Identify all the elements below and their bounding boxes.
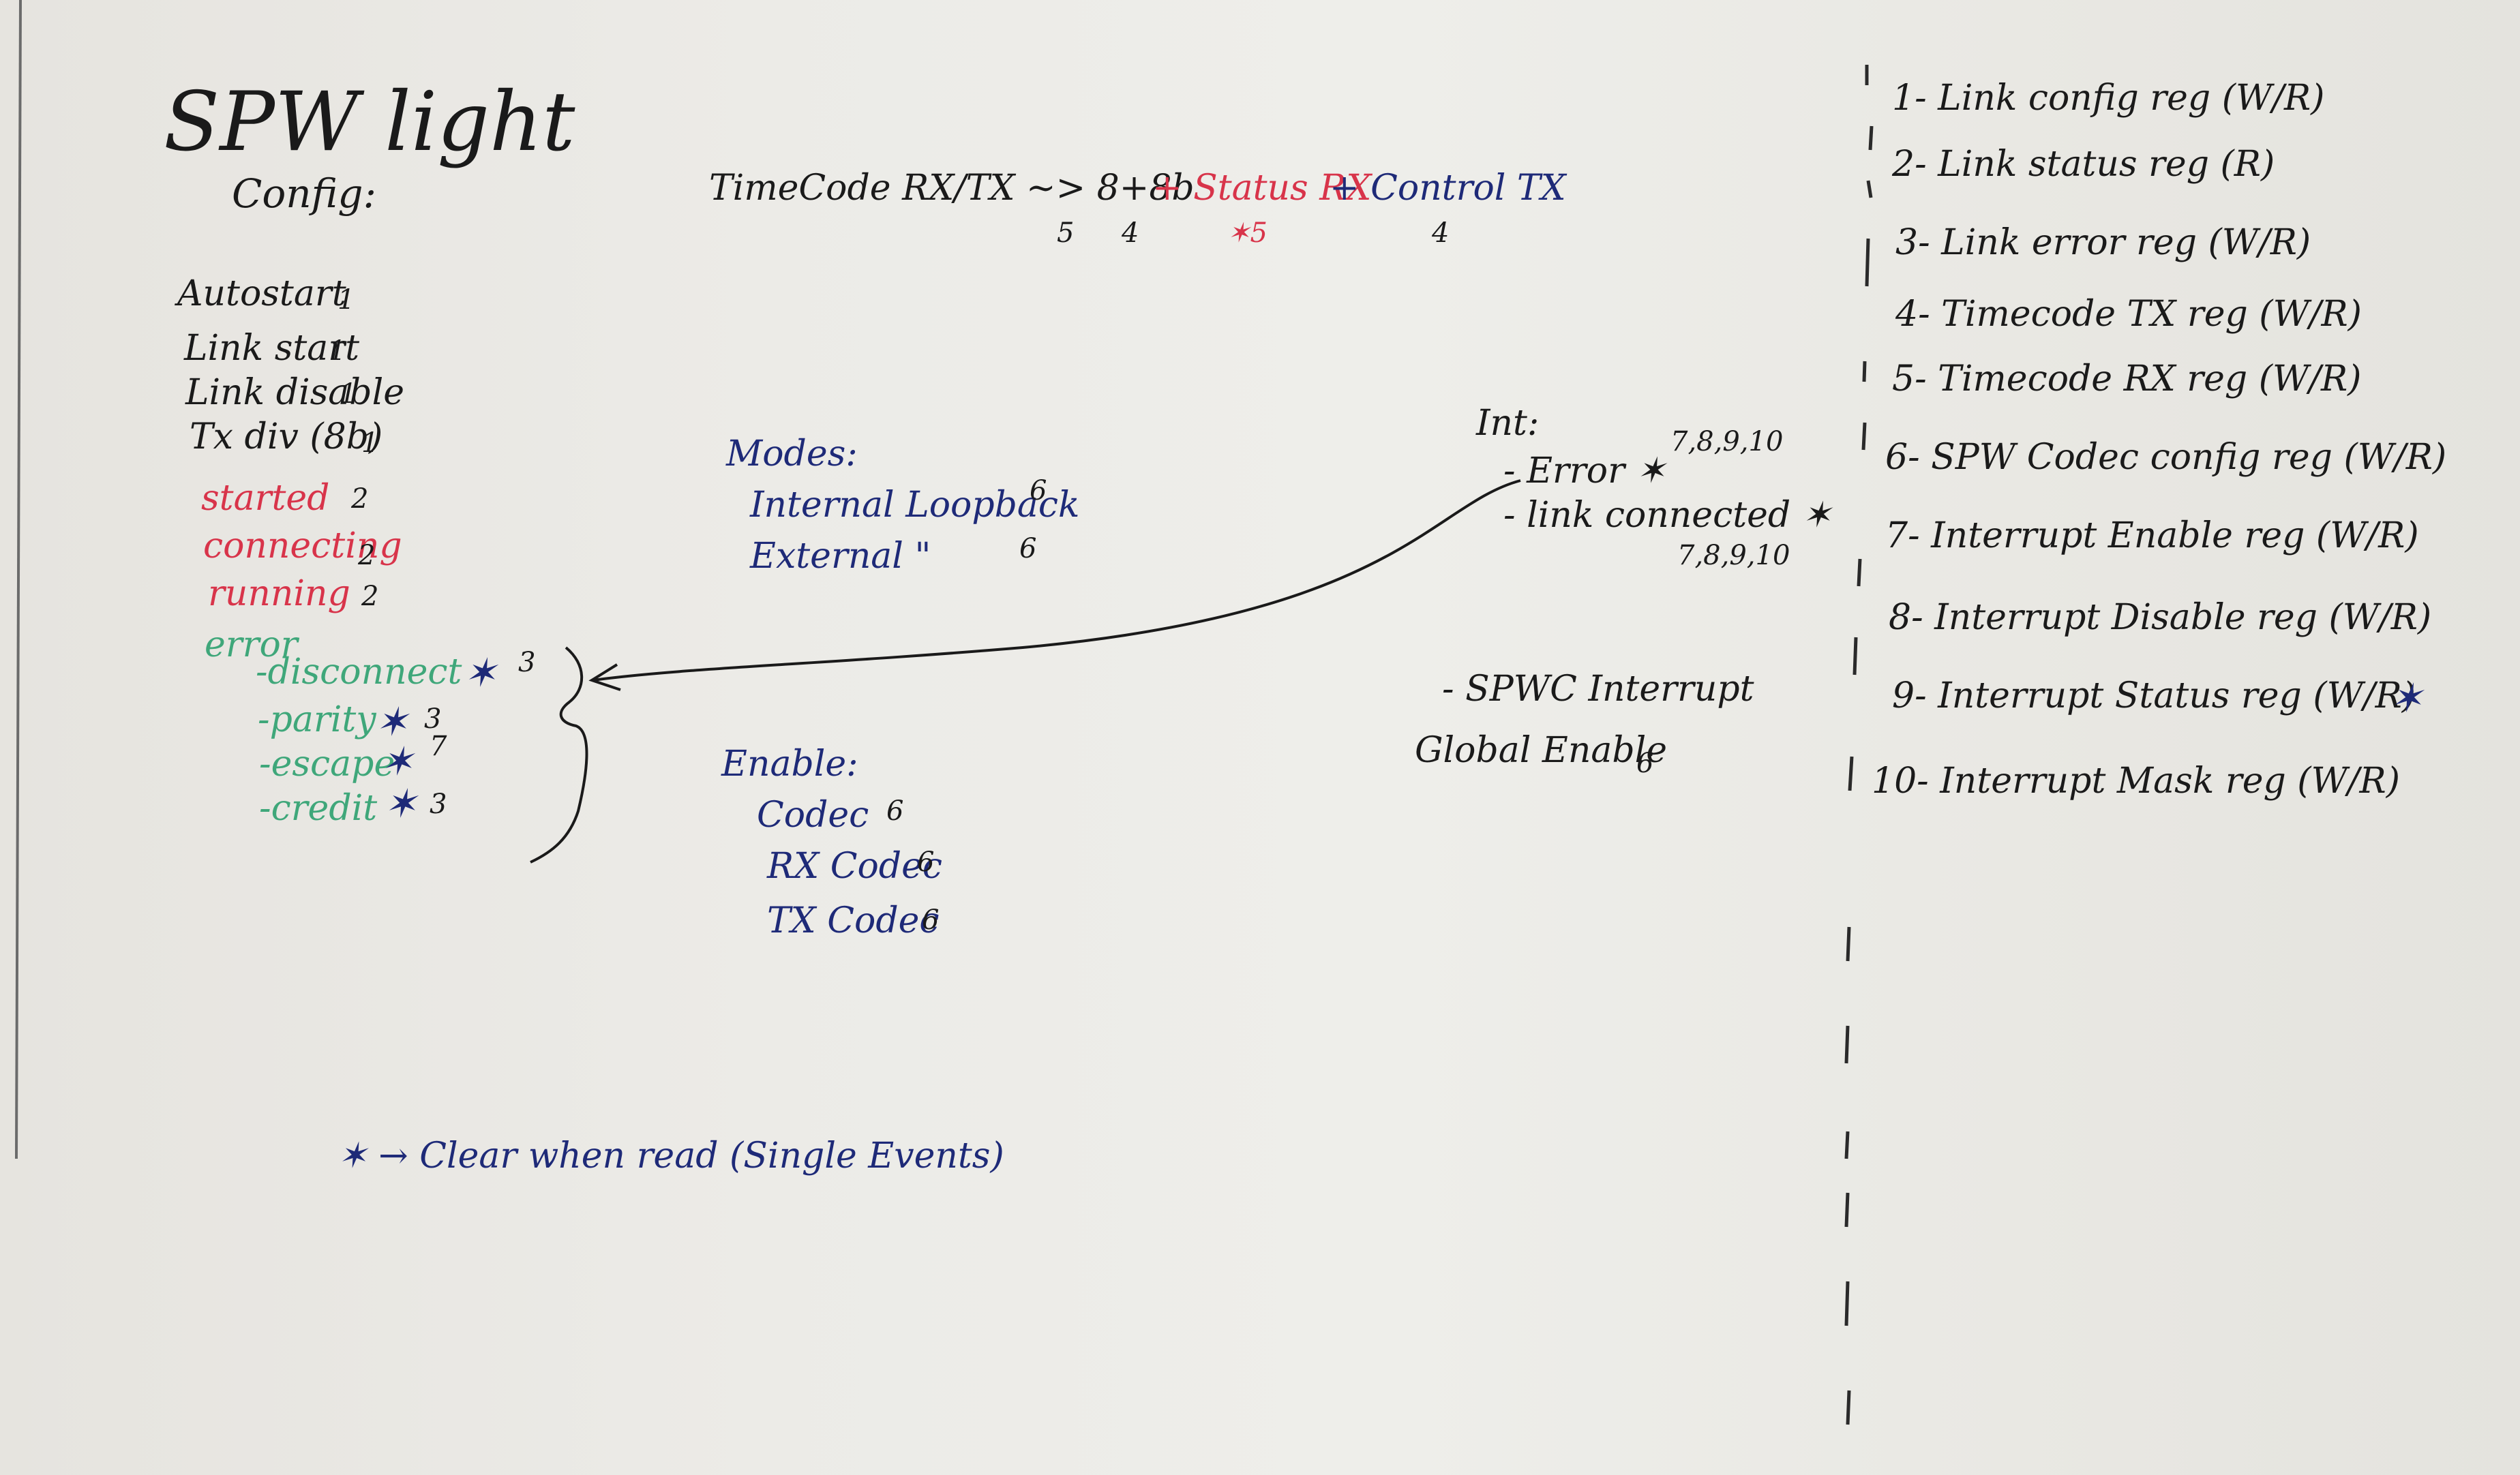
register-item: 4- Timecode TX reg (W/R) <box>1895 294 2362 335</box>
enable-item-num: 6 <box>886 795 904 827</box>
modes-heading: Modes: <box>726 434 858 474</box>
int-heading: Int: <box>1476 403 1540 444</box>
asterisk-icon: ✶ <box>384 780 417 827</box>
error-item-label: -credit <box>259 788 378 829</box>
interrupt-arrow <box>592 479 1521 682</box>
clear-when-read-note: ✶ → Clear when read (Single Events) <box>338 1136 1004 1176</box>
register-item: 2- Link status reg (R) <box>1892 144 2275 185</box>
error-item-num: 3 <box>430 789 447 820</box>
register-item: 8- Interrupt Disable reg (W/R) <box>1889 597 2432 638</box>
config-item-label: Link start <box>184 328 360 369</box>
state-label: running <box>208 573 350 614</box>
config-item-num: 1 <box>338 284 355 316</box>
int-error: - Error ✶ <box>1503 451 1666 491</box>
error-item-num: 3 <box>518 647 536 678</box>
timecode-num: 5 <box>1057 217 1075 249</box>
config-item-label: Link disable <box>185 372 404 413</box>
board-left-edge <box>15 0 22 1159</box>
enable-item-label: TX Codec <box>767 900 940 941</box>
error-item-label: -parity <box>258 699 376 740</box>
state-label: connecting <box>203 526 402 566</box>
asterisk-icon: ✶ <box>2390 675 2423 721</box>
spwc-interrupt: - SPWC Interrupt <box>1442 669 1754 710</box>
global-enable-num: 6 <box>1636 748 1654 779</box>
mode-item-label: Internal Loopback <box>750 485 1080 526</box>
error-item-num: 7 <box>430 731 447 762</box>
register-item: 10- Interrupt Mask reg (W/R) <box>1872 761 2400 802</box>
asterisk-icon: ✶ <box>380 738 414 785</box>
register-item: 7- Interrupt Enable reg (W/R) <box>1885 515 2419 556</box>
interrupt-arrowhead <box>588 663 621 691</box>
config-item-num: 1 <box>340 378 357 410</box>
timecode-status: + Status RX <box>1152 168 1372 209</box>
error-item-label: -escape <box>259 744 395 785</box>
register-item: 9- Interrupt Status reg (W/R) <box>1892 675 2416 716</box>
asterisk-icon: ✶ <box>375 699 408 745</box>
config-heading: Config: <box>232 170 377 217</box>
timecode-num: ✶5 <box>1227 217 1268 249</box>
enable-item-num: 6 <box>922 904 940 936</box>
timecode-num: 4 <box>1122 217 1139 249</box>
enable-item-num: 6 <box>917 847 935 878</box>
state-num: 2 <box>351 483 369 515</box>
config-item-num: 1 <box>361 427 379 459</box>
int-link-connected: - link connected ✶ <box>1503 495 1832 536</box>
config-item-label: Autostart <box>177 273 346 314</box>
state-num: 2 <box>361 581 379 612</box>
asterisk-icon: ✶ <box>464 650 497 696</box>
enable-item-label: Codec <box>757 795 869 836</box>
error-item-label: -disconnect <box>256 652 462 693</box>
mode-item-num: 6 <box>1019 533 1037 564</box>
int-error-refs: 7,8,9,10 <box>1670 426 1784 457</box>
mode-item-label: External " <box>750 536 931 577</box>
config-item-label: Tx div (8b) <box>190 416 383 457</box>
register-item: 6- SPW Codec config reg (W/R) <box>1885 437 2447 478</box>
state-label: started <box>201 478 330 519</box>
global-enable: Global Enable <box>1415 730 1668 771</box>
register-item: 3- Link error reg (W/R) <box>1895 222 2311 263</box>
config-item-num: 1 <box>329 335 346 367</box>
dashed-divider <box>1844 65 1874 1425</box>
error-item-num: 3 <box>424 703 442 735</box>
mode-item-num: 6 <box>1030 475 1047 506</box>
timecode-control: + Control TX <box>1330 168 1566 209</box>
enable-item-label: RX Codec <box>767 846 942 887</box>
enable-heading: Enable: <box>721 744 858 785</box>
register-item: 5- Timecode RX reg (W/R) <box>1892 359 2362 399</box>
state-num: 2 <box>358 540 376 571</box>
error-brace <box>530 646 588 864</box>
board-title: SPW light <box>164 75 575 170</box>
timecode-num: 4 <box>1432 217 1450 249</box>
error-heading: error <box>205 624 298 665</box>
register-item: 1- Link config reg (W/R) <box>1892 78 2325 119</box>
timecode-prefix: TimeCode RX/TX ~> 8+8b <box>709 168 1195 209</box>
int-link-refs: 7,8,9,10 <box>1677 540 1790 571</box>
